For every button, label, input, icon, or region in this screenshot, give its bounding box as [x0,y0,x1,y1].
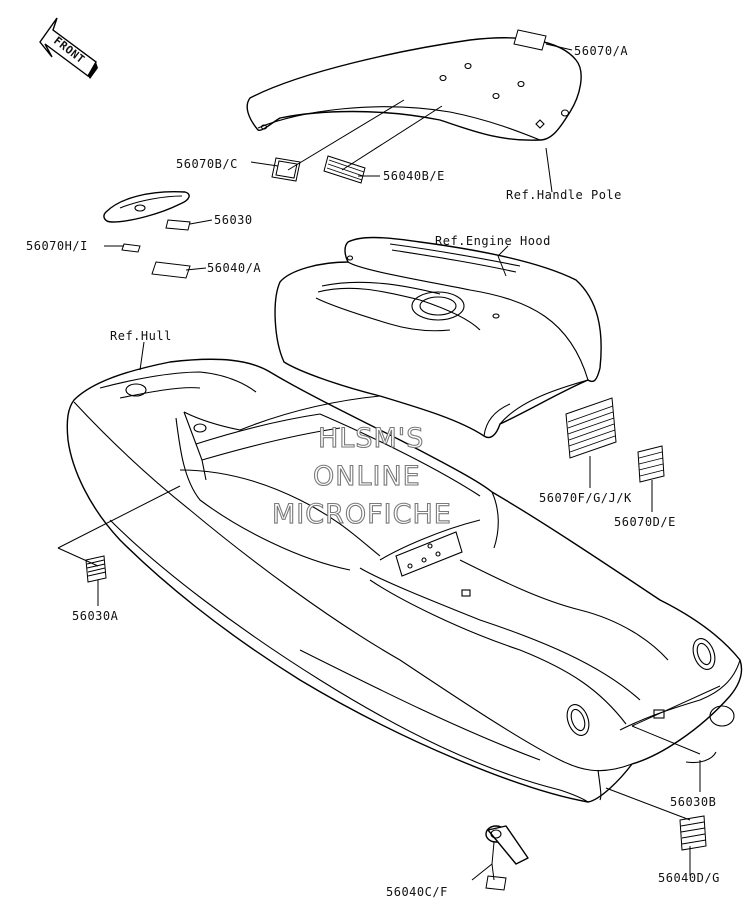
engine-hood [274,236,602,439]
label-56040dg: 56040D/G [658,871,720,885]
label-56070fgjk: 56070F/G/J/K [539,491,632,505]
decal-56070de [637,445,665,483]
decal-56030 [165,219,191,231]
label-56030: 56030 [214,213,253,227]
label-56070a: 56070/A [574,44,628,58]
decal-56070hi [121,243,141,253]
label-56030a: 56030A [72,609,119,623]
hull [66,358,743,803]
decal-56030a [85,555,107,583]
watermark-line-1: HLSM'S [318,423,424,454]
label-ref-handle-pole: Ref.Handle Pole [506,188,622,202]
decal-56040cf [485,875,507,891]
leader-lines [57,43,721,881]
label-56070bc: 56070B/C [176,157,238,171]
front-arrow-icon: FRONT [39,17,98,79]
label-56070hi: 56070H/I [26,239,88,253]
decal-56030b [685,751,717,764]
label-56040a: 56040/A [207,261,261,275]
label-56030b: 56030B [670,795,716,809]
label-ref-hull: Ref.Hull [110,329,172,343]
labels: 56070/A 56070B/C 56040B/E Ref.Handle Pol… [26,44,720,899]
decal-56040be [323,155,366,184]
bushing-part [485,825,529,865]
watermark-line-3: MICROFICHE [272,499,452,530]
decal-56040a [151,261,191,279]
grip-part [103,190,190,223]
decal-56070fgjk [565,397,617,459]
watermark-line-2: ONLINE [313,461,421,492]
decal-56040dg [679,815,707,851]
watermark: HLSM'S ONLINE MICROFICHE [271,422,452,530]
label-56040be: 56040B/E [383,169,445,183]
label-56040cf: 56040C/F [386,885,448,899]
decal-56070bc [271,157,301,182]
label-56070de: 56070D/E [614,515,676,529]
decal-56070a [513,29,547,51]
label-ref-engine-hood: Ref.Engine Hood [435,234,551,248]
handle-pole-cover [246,37,582,141]
